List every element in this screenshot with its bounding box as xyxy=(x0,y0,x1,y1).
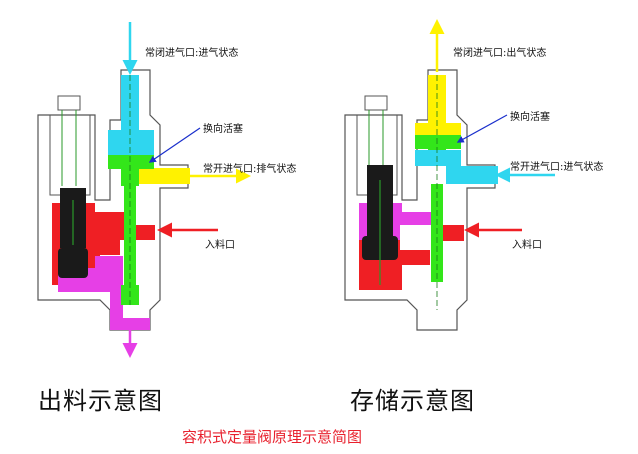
right-caption: 存储示意图 xyxy=(350,387,475,415)
left-cyan-chamber xyxy=(108,130,154,155)
left-label-top: 常闭进气口:进气状态 xyxy=(145,46,238,59)
left-green-piston xyxy=(108,155,154,169)
left-label-inlet: 入料口 xyxy=(205,238,235,251)
left-cylinder-housing xyxy=(49,114,91,196)
left-yellow-channel xyxy=(138,168,190,184)
right-yellow-channel xyxy=(428,75,446,125)
right-valve xyxy=(344,19,555,331)
left-caption: 出料示意图 xyxy=(38,387,163,415)
right-green-piston xyxy=(415,135,461,149)
right-piston-pointer xyxy=(456,114,508,143)
left-label-side: 常开进气口:排气状态 xyxy=(203,162,296,175)
right-adjust-screw-cap xyxy=(364,95,388,111)
left-label-piston: 换向活塞 xyxy=(203,122,243,135)
diagram-title: 容积式定量阀原理示意简图 xyxy=(182,428,363,446)
right-label-top: 常闭进气口:出气状态 xyxy=(453,46,546,59)
right-label-piston: 换向活塞 xyxy=(510,110,550,123)
right-label-inlet: 入料口 xyxy=(512,238,542,251)
right-cyan-chamber xyxy=(415,150,461,166)
right-label-side: 常开进气口:进气状态 xyxy=(510,160,603,173)
left-piston-pointer xyxy=(148,127,201,163)
left-valve xyxy=(37,22,251,358)
left-adjust-screw-cap xyxy=(57,95,81,111)
